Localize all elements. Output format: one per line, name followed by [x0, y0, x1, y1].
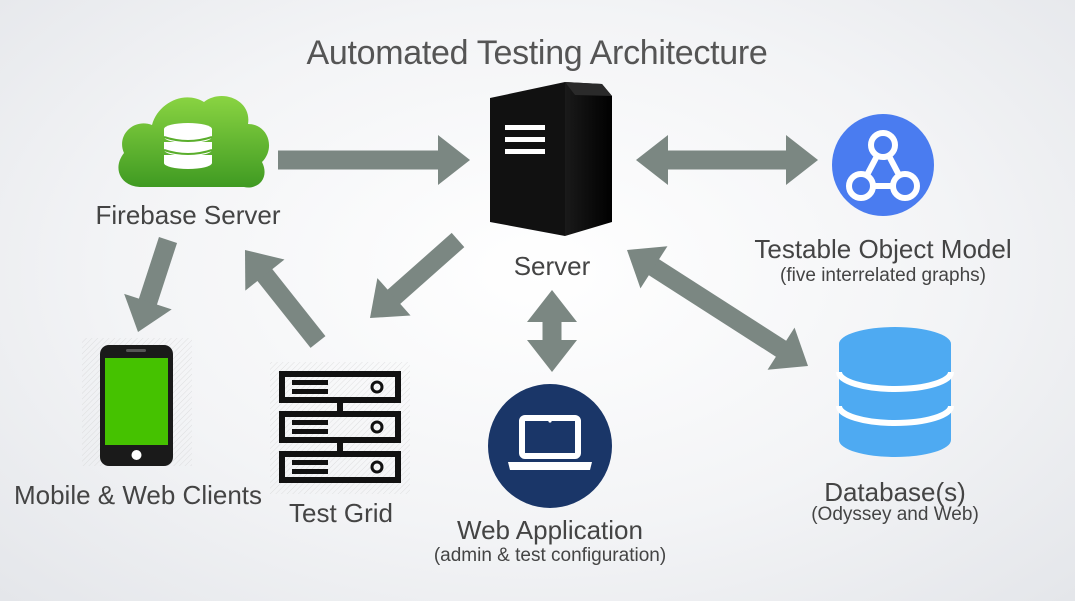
arrow-head: [786, 135, 818, 185]
arrow-server-to-testable-object-model: [636, 135, 818, 185]
mobile-web-clients-label: Mobile & Web Clients: [13, 480, 263, 510]
server-label: Server: [513, 251, 591, 281]
web-application-label: Web Application: [457, 515, 643, 545]
testable-object-model-label: Testable Object Model: [754, 234, 1012, 264]
server-tower-icon: [490, 82, 612, 236]
arrow-server-to-test-grid: [370, 232, 465, 318]
arrow-head: [438, 135, 470, 185]
arrow-head: [636, 135, 668, 185]
arrow-head: [370, 278, 411, 318]
server-rack-icon: [270, 362, 410, 494]
testable-object-model-sublabel: (five interrelated graphs): [780, 265, 986, 286]
arrow-server-to-web-application: [527, 290, 577, 372]
arrow-firebase-server-to-mobile-web-clients: [124, 237, 178, 332]
arrow-shaft: [646, 257, 789, 359]
arrow-head: [124, 293, 172, 332]
database-icon: [836, 327, 954, 457]
arrows-layer: [124, 135, 818, 372]
arrow-head: [527, 340, 577, 372]
cloud-database-icon: [118, 96, 270, 188]
diagram-title: Automated Testing Architecture: [306, 34, 768, 72]
test-grid-label: Test Grid: [288, 498, 394, 528]
arrow-head: [627, 246, 668, 289]
arrow-head: [527, 290, 577, 322]
laptop-icon: [488, 384, 612, 508]
arrow-test-grid-to-firebase-server: [245, 250, 326, 348]
arrow-server-to-databases: [627, 246, 808, 370]
arrow-head: [767, 327, 808, 370]
arrow-firebase-server-to-server: [278, 135, 470, 185]
databases-sublabel: (Odyssey and Web): [811, 504, 979, 525]
smartphone-icon: [82, 338, 192, 466]
firebase-server-label: Firebase Server: [95, 200, 281, 230]
arrow-shaft: [255, 266, 326, 348]
arrow-head: [245, 250, 285, 291]
graph-network-icon: [832, 114, 934, 216]
arrow-shaft: [385, 232, 465, 307]
databases-label: Database(s): [824, 477, 966, 507]
arrow-shaft: [137, 237, 178, 308]
web-application-sublabel: (admin & test configuration): [433, 545, 667, 566]
